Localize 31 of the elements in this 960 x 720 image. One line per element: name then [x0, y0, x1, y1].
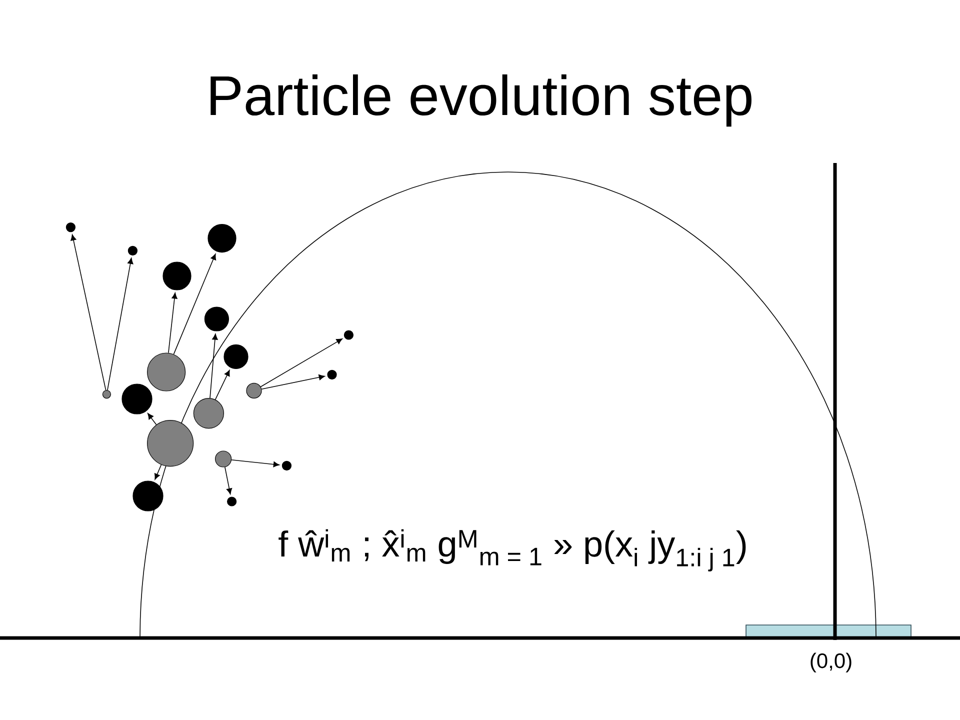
- arrow: [231, 459, 280, 468]
- filled-circle: [122, 384, 152, 414]
- circle: [147, 352, 186, 392]
- circle: [193, 398, 224, 429]
- coordinate-label: (0,0): [810, 652, 852, 672]
- circle: [102, 390, 111, 399]
- arrow: [107, 258, 134, 390]
- filled-circle: [344, 330, 354, 340]
- filled-circle: [227, 496, 237, 506]
- arrow: [260, 338, 342, 388]
- arrow: [154, 464, 162, 480]
- arrow: [214, 370, 230, 400]
- circle: [246, 382, 262, 398]
- filled-circle: [282, 460, 292, 470]
- filled-circle: [132, 480, 164, 512]
- arrow: [210, 334, 218, 398]
- circle: [147, 420, 194, 467]
- arrow: [261, 374, 325, 390]
- filled-circle: [162, 262, 192, 290]
- arrow: [173, 254, 216, 355]
- filled-circle: [224, 344, 248, 369]
- filled-circle: [208, 224, 236, 253]
- filled-circle: [204, 306, 229, 332]
- arrow: [224, 466, 232, 494]
- filled-circle: [128, 246, 138, 256]
- arrow: [70, 234, 106, 390]
- circle: [215, 450, 232, 468]
- filled-circle: [327, 370, 337, 380]
- arrow: [148, 413, 157, 426]
- arrow: [168, 292, 178, 354]
- title: Particle evolution step: [210, 74, 752, 127]
